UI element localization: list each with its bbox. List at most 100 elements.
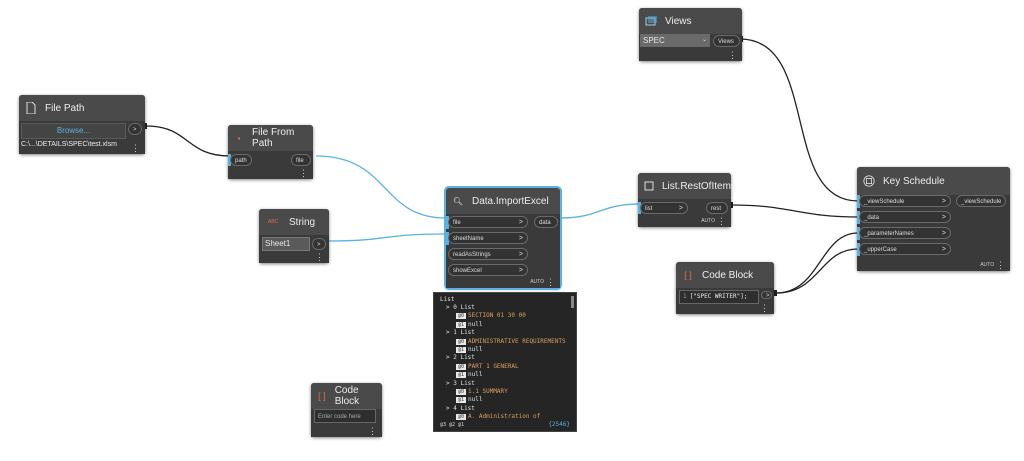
node-title: File Path [45, 102, 85, 114]
import-excel-header[interactable]: 🔍︎ Data.ImportExcel [446, 188, 560, 214]
input-port-uppercase[interactable]: _upperCase> [859, 243, 951, 255]
chevron-down-icon: ⌄ [701, 37, 707, 43]
wire-filepath-to-filefrompath [145, 125, 231, 157]
file-path-value: C:\...\DETAILS\SPEC\test.xlsm [21, 141, 117, 148]
input-port-sheetname[interactable]: sheetName> [448, 232, 528, 244]
preview-root-label: List [440, 296, 455, 303]
preview-index: @1 [456, 321, 467, 328]
node-menu-icon[interactable]: ⋮ [368, 426, 377, 436]
input-port-path[interactable]: path [230, 154, 252, 166]
node-menu-icon[interactable]: ⋮ [299, 168, 308, 178]
input-port-data[interactable]: _data> [859, 211, 951, 223]
output-port[interactable]: > [128, 123, 142, 135]
code-block-node[interactable]: [ ] Code Block 1["SPEC WRITER"]; > ⋮ [676, 262, 774, 314]
preview-sublist: > 3 List [446, 379, 475, 387]
node-menu-icon[interactable]: ⋮ [315, 252, 324, 262]
string-header[interactable]: ABC String [259, 209, 329, 235]
string-value-input[interactable]: Sheet1 [262, 237, 310, 251]
file-from-path-node[interactable]: ▪ File From Path path file ⋮ [228, 125, 313, 179]
file-path-header[interactable]: File Path [19, 95, 145, 121]
line-number: 1 [683, 293, 687, 300]
preview-index: @0 [456, 414, 467, 421]
key-schedule-icon [863, 175, 875, 187]
lacing-label: AUTO [701, 218, 715, 224]
selection-stripe [857, 227, 860, 240]
key-schedule-header[interactable]: Key Schedule [857, 167, 1010, 195]
output-port-data[interactable]: data [534, 216, 558, 228]
code-editor[interactable]: 1["SPEC WRITER"]; [679, 290, 759, 304]
rest-of-items-node[interactable]: List.RestOfItems list> rest AUTO ⋮ [638, 173, 736, 227]
preview-index: @0 [456, 338, 467, 345]
output-port-rest[interactable]: rest [706, 202, 728, 214]
output-port[interactable]: > [761, 291, 772, 299]
node-title: Code Block [702, 269, 754, 281]
input-port-viewschedule[interactable]: _viewSchedule> [859, 195, 951, 207]
string-node[interactable]: ABC String Sheet1 > ⋮ [259, 209, 329, 263]
file-icon [25, 102, 37, 114]
preview-index: @0 [456, 389, 467, 395]
preview-sublist: > 2 List [446, 354, 475, 362]
node-title: String [289, 216, 316, 228]
output-port-file[interactable]: file [291, 154, 311, 166]
preview-scrollbar[interactable] [571, 296, 574, 308]
file-from-path-header[interactable]: ▪ File From Path [228, 125, 313, 151]
views-header[interactable]: Views [639, 8, 742, 34]
input-port-showexcel[interactable]: showExcel> [448, 264, 528, 276]
views-dropdown[interactable]: SPEC ⌄ [640, 34, 710, 47]
node-menu-icon[interactable]: ⋮ [760, 303, 769, 313]
preview-count: {2546} [548, 421, 570, 428]
list-icon [644, 180, 654, 192]
wire-string-to-sheetname [327, 233, 447, 242]
rest-of-items-header[interactable]: List.RestOfItems [638, 173, 736, 199]
code-block-icon: [ ] [318, 391, 326, 401]
output-port[interactable]: > [312, 238, 326, 250]
key-schedule-node[interactable]: Key Schedule _viewSchedule> _data> _para… [857, 167, 1010, 271]
node-menu-icon[interactable]: ⋮ [728, 50, 737, 60]
preview-value: 1.1 SUMMARY [468, 388, 508, 395]
selection-stripe [638, 202, 641, 214]
node-menu-icon[interactable]: ⋮ [996, 260, 1005, 270]
node-title: File From Path [252, 127, 295, 149]
node-title: Key Schedule [883, 175, 945, 187]
preview-value: A. Administration of [468, 413, 541, 421]
input-port-file[interactable]: file> [448, 216, 528, 228]
preview-value: PART 1 GENERAL [468, 362, 519, 370]
node-menu-icon[interactable]: ⋮ [131, 143, 140, 153]
preview-index: @0 [456, 363, 467, 370]
code-block-header[interactable]: [ ] Code Block [311, 383, 382, 409]
wire-codeblock-to-keyschedule [775, 232, 859, 294]
preview-sublist: > 1 List [446, 329, 475, 337]
node-menu-icon[interactable]: ⋮ [717, 216, 726, 226]
code-block-header[interactable]: [ ] Code Block [676, 262, 774, 288]
node-title: Views [665, 15, 692, 27]
output-port-viewschedule[interactable]: _viewSchedule [956, 195, 1006, 207]
code-editor-input[interactable]: Enter code here [314, 409, 376, 423]
output-port-views[interactable]: Views [713, 35, 740, 47]
import-excel-node[interactable]: 🔍︎ Data.ImportExcel file> sheetName> rea… [444, 186, 562, 290]
file-path-node[interactable]: File Path Browse... > C:\...\DETAILS\SPE… [19, 95, 145, 154]
code-block-node-empty[interactable]: [ ] Code Block Enter code here ⋮ [311, 383, 382, 437]
selection-stripe [857, 211, 860, 224]
views-node[interactable]: Views SPEC ⌄ Views ⋮ [639, 8, 742, 61]
preview-value: SECTION 01 30 00 [468, 312, 526, 320]
preview-index: @1 [456, 347, 467, 353]
node-menu-icon[interactable]: ⋮ [546, 277, 555, 287]
wire-file-to-importexcel [315, 155, 447, 219]
preview-index: @0 [456, 313, 467, 320]
preview-value: null [468, 320, 483, 328]
lacing-label: AUTO [980, 262, 994, 268]
input-port-list[interactable]: list> [640, 202, 688, 214]
browse-button[interactable]: Browse... [21, 123, 126, 139]
input-port-parameternames[interactable]: _parameterNames> [859, 227, 951, 239]
preview-sublist: > 0 List [446, 304, 475, 311]
input-port-readasstrings[interactable]: readAsStrings> [448, 248, 528, 260]
preview-sublist: > 4 List [446, 404, 475, 412]
